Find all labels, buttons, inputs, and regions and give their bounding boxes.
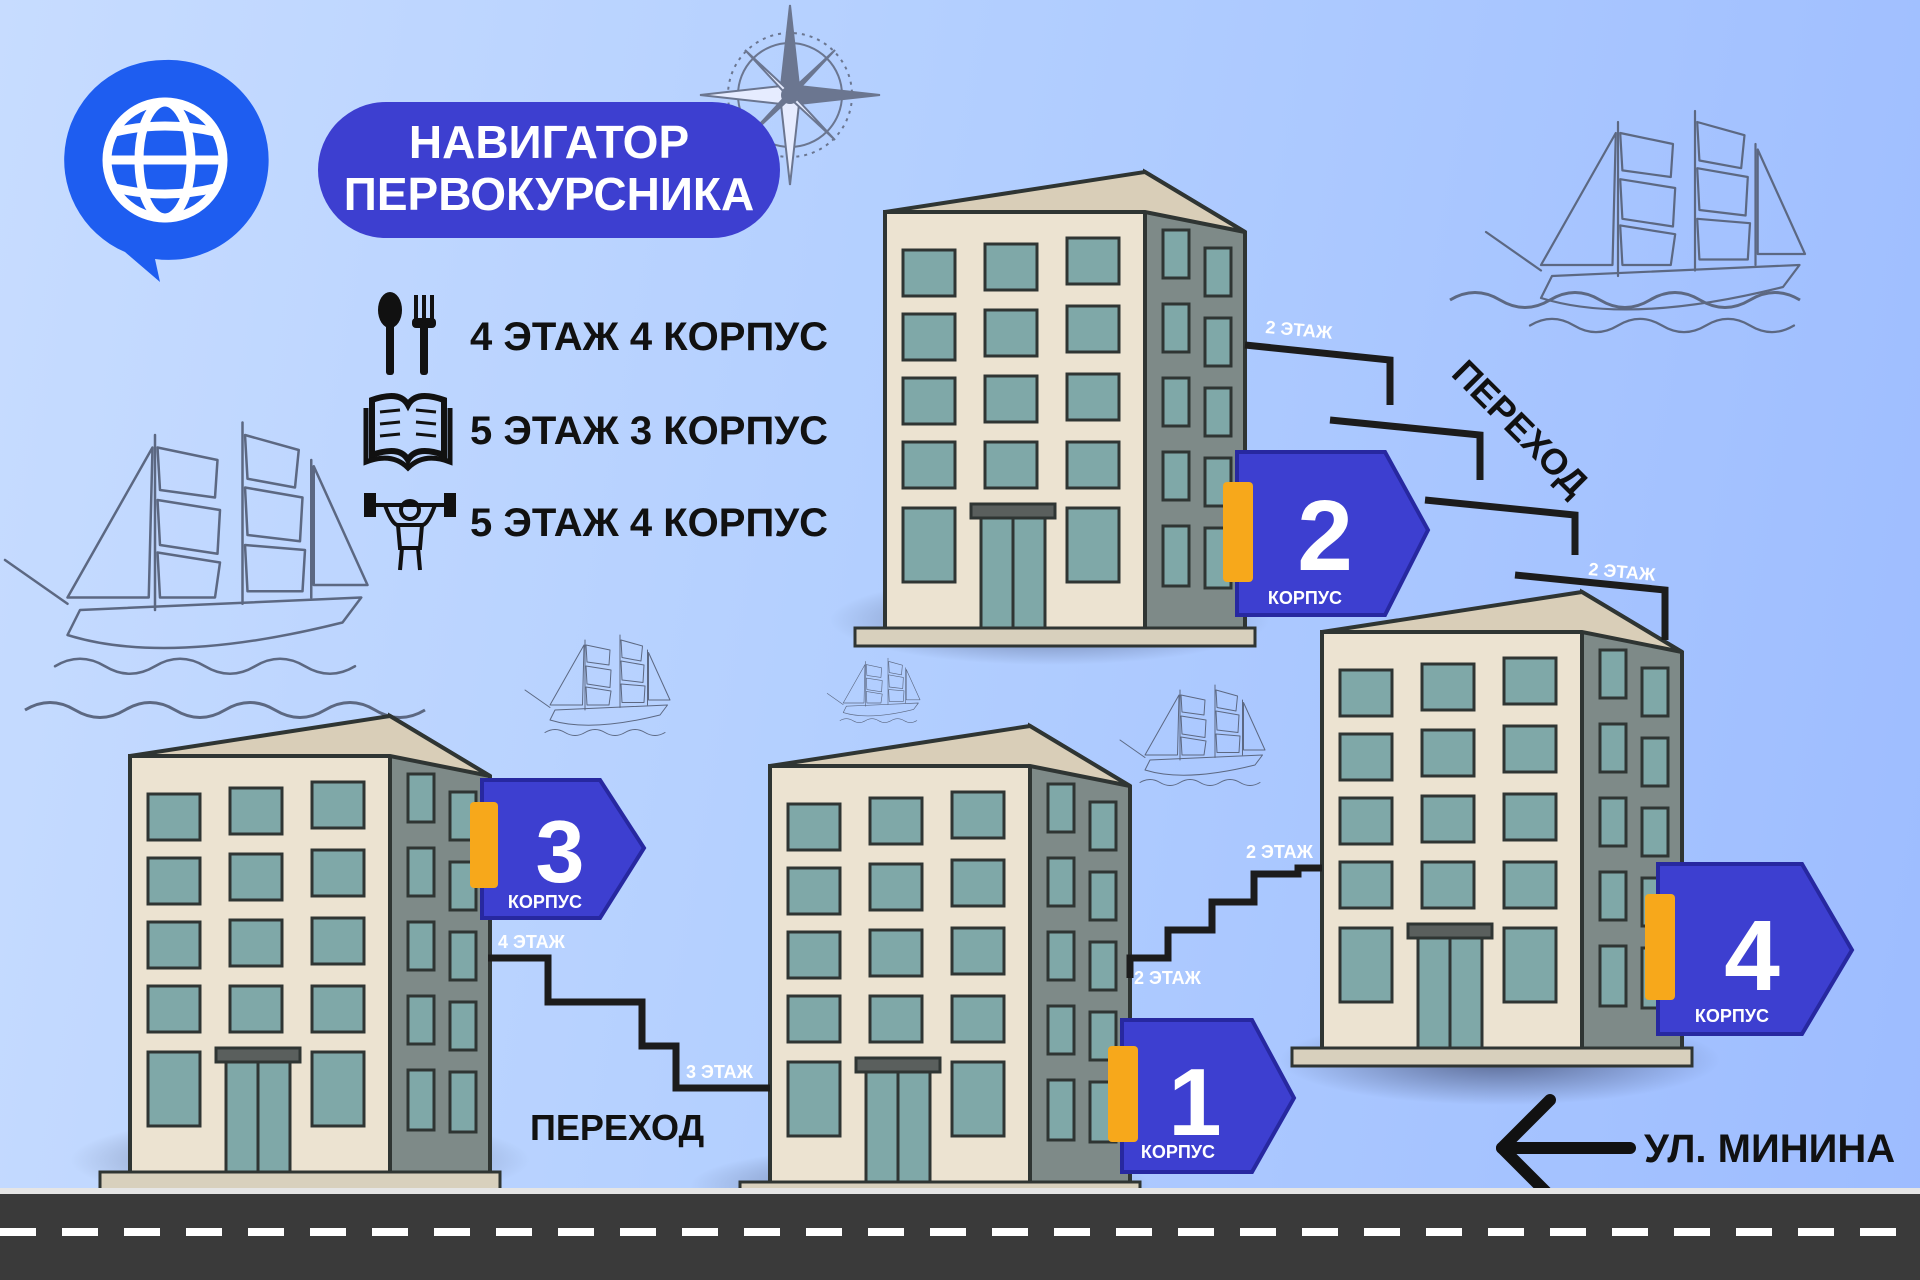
building-tag-label: КОРПУС <box>1141 1142 1215 1162</box>
wave-line <box>1449 291 1801 309</box>
passage-1-to-4 <box>1126 864 1322 978</box>
floor-label: 2 ЭТАЖ <box>1265 317 1334 343</box>
legend-item-text: 5 ЭТАЖ 4 КОРПУС <box>470 501 828 545</box>
legend: 4 ЭТАЖ 4 КОРПУС 5 ЭТАЖ 3 КОРПУС 5 ЭТАЖ 4… <box>363 292 828 571</box>
compass-rose-icon <box>699 4 881 186</box>
passage-2-to-4 <box>1244 341 1669 640</box>
building-4 <box>1290 590 1694 1068</box>
sailing-ship-small-drawing <box>826 657 921 723</box>
building-number: 1 <box>1168 1049 1221 1156</box>
sailing-ship-small-drawing <box>1119 684 1266 786</box>
building-number: 2 <box>1297 480 1353 592</box>
globe-logo <box>64 59 269 282</box>
title-line-1: НАВИГАТОР <box>409 116 689 168</box>
passage-label: ПЕРЕХОД <box>1444 352 1596 504</box>
building-tag-3: 3 КОРПУС <box>470 778 647 920</box>
building-2 <box>853 170 1257 648</box>
wave-line <box>24 701 426 719</box>
open-book-icon <box>363 393 453 472</box>
building-number: 4 <box>1724 900 1780 1012</box>
building-1 <box>738 724 1142 1202</box>
building-tag-1: 1 КОРПУС <box>1108 1018 1297 1174</box>
arrow-left-icon <box>1496 1094 1636 1202</box>
title-banner: НАВИГАТОР ПЕРВОКУРСНИКА <box>318 102 780 238</box>
floor-label: 4 ЭТАЖ <box>498 932 566 952</box>
street-direction: УЛ. МИНИНА <box>1496 1094 1895 1202</box>
sailing-ship-right-drawing <box>1484 109 1807 334</box>
legend-item-text: 4 ЭТАЖ 4 КОРПУС <box>470 315 828 359</box>
building-tag-2: 2 КОРПУС <box>1223 450 1431 617</box>
legend-item-text: 5 ЭТАЖ 3 КОРПУС <box>470 409 828 453</box>
building-tag-4: 4 КОРПУС <box>1645 862 1855 1036</box>
building-tag-label: КОРПУС <box>1695 1006 1769 1026</box>
sailing-ship-left-drawing <box>3 421 369 675</box>
globe-icon <box>102 97 228 223</box>
sailing-ship-small-drawing <box>524 634 671 736</box>
building-tag-label: КОРПУС <box>508 892 582 912</box>
building-tag-label: КОРПУС <box>1268 588 1342 608</box>
building-number: 3 <box>536 802 585 901</box>
floor-label: 2 ЭТАЖ <box>1134 968 1202 988</box>
fork-spoon-icon <box>378 292 436 375</box>
passage-label: ПЕРЕХОД <box>530 1107 704 1148</box>
street-name: УЛ. МИНИНА <box>1644 1127 1895 1171</box>
title-line-2: ПЕРВОКУРСНИКА <box>344 168 754 220</box>
road <box>0 1188 1920 1280</box>
building-3 <box>98 714 502 1192</box>
passage-3-to-1 <box>488 954 770 1092</box>
floor-label: 3 ЭТАЖ <box>686 1062 754 1082</box>
floor-label: 2 ЭТАЖ <box>1246 842 1314 862</box>
weightlifter-icon <box>364 493 456 571</box>
